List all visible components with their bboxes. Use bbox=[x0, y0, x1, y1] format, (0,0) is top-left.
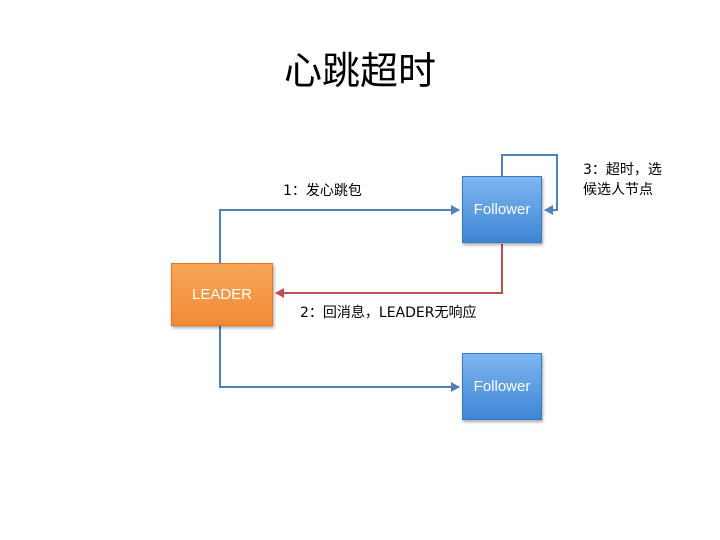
timeout-label-line2: 候选人节点 bbox=[583, 182, 653, 198]
slide-title: 心跳超时 bbox=[283, 49, 436, 93]
leader-node: LEADER bbox=[171, 263, 273, 326]
reply-label: 2：回消息，LEADER无响应 bbox=[300, 305, 477, 321]
leader-to-follower-bottom-arrow bbox=[219, 326, 460, 392]
timeout-label: 3：超时，选 候选人节点 bbox=[583, 160, 693, 200]
reply-arrow bbox=[275, 244, 503, 298]
heartbeat-arrow bbox=[219, 205, 460, 263]
follower-node-bottom: Follower bbox=[462, 353, 542, 420]
heartbeat-label: 1：发心跳包 bbox=[283, 183, 362, 199]
timeout-loop-arrow bbox=[501, 154, 558, 215]
follower-node-top: Follower bbox=[462, 176, 542, 243]
timeout-label-line1: 3：超时，选 bbox=[583, 162, 662, 178]
